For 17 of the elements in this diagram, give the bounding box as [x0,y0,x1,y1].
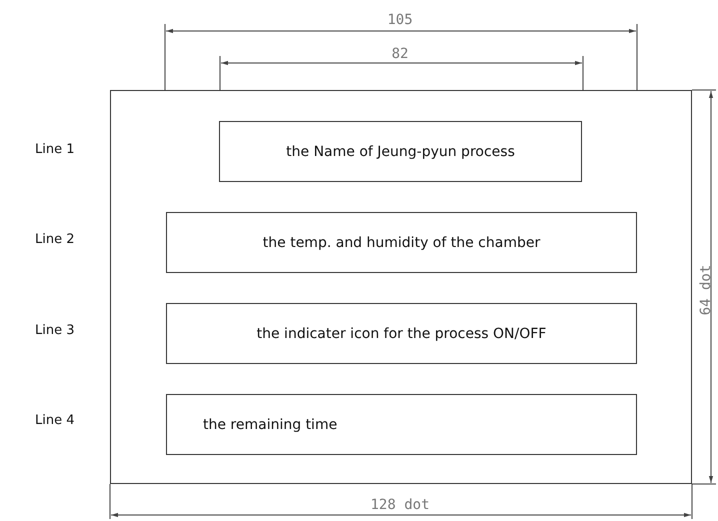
row-label: Line 2 [35,232,74,247]
row-label: Line 1 [35,142,74,157]
row-label: Line 3 [35,323,74,338]
text-field-box [166,212,637,273]
row-label: Line 4 [35,413,74,428]
field-description: the temp. and humidity of the chamber [262,234,540,250]
dimension-label: 82 [392,46,408,62]
text-field-box [166,394,637,455]
field-description: the indicater icon for the process ON/OFF [256,326,546,342]
text-field-box [166,303,637,364]
text-field-box [219,121,582,182]
dimension-label: 128 dot [370,497,430,513]
field-description: the remaining time [203,416,338,432]
dimension-label: 105 [387,12,413,28]
dimension-label: 64 dot [698,264,714,316]
display-frame [110,90,692,484]
field-description: the Name of Jeung-pyun process [286,144,515,160]
